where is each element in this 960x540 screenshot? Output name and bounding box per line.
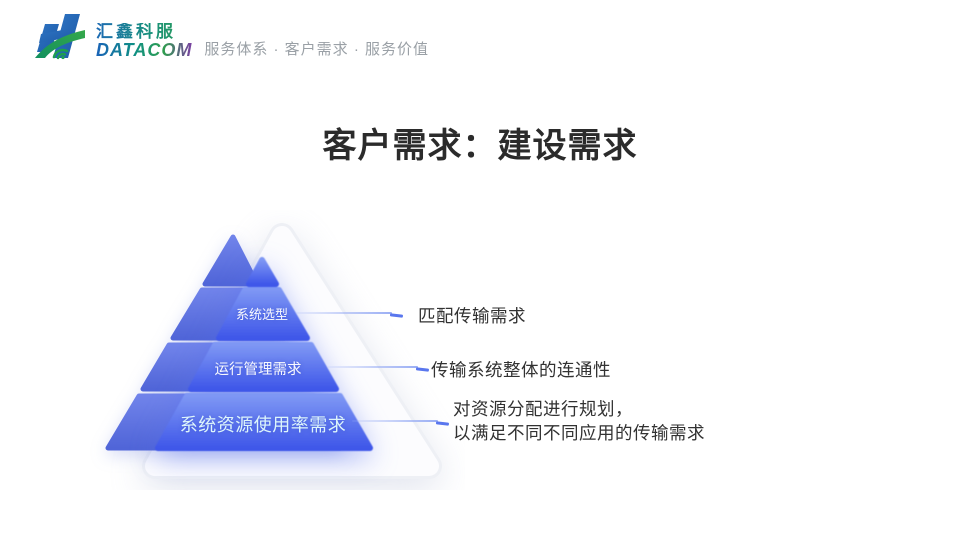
page-title: 客户需求：建设需求 bbox=[322, 127, 638, 165]
company-logo-icon bbox=[35, 14, 85, 60]
pyramid-diagram bbox=[105, 223, 442, 479]
header: 汇鑫科服 DATACOM 服务体系 · 客户需求 · 服务价值 bbox=[32, 12, 429, 60]
connector-line-3 bbox=[352, 420, 438, 422]
logo-text: 汇鑫科服 DATACOM bbox=[96, 23, 192, 60]
connector-line-1 bbox=[296, 312, 392, 314]
pyramid-layer-4 bbox=[155, 393, 373, 451]
logo-cn-name: 汇鑫科服 bbox=[96, 23, 192, 41]
pyramid-layer-3 bbox=[188, 342, 339, 392]
annotation-3-line-1: 对资源分配进行规划， bbox=[453, 399, 633, 419]
annotation-1: 匹配传输需求 bbox=[418, 306, 526, 326]
pyramid-layer-1 bbox=[246, 257, 279, 287]
pyramid-layer-2 bbox=[216, 287, 310, 341]
connector-line-2 bbox=[328, 366, 418, 368]
annotation-2: 传输系统整体的连通性 bbox=[431, 360, 611, 380]
logo-en-name: DATACOM bbox=[96, 40, 193, 61]
header-tagline: 服务体系 · 客户需求 · 服务价值 bbox=[204, 41, 429, 58]
annotation-3: 对资源分配进行规划， 以满足不同不同应用的传输需求 bbox=[453, 397, 705, 445]
pyramid-front-face bbox=[155, 257, 373, 451]
annotation-3-line-2: 以满足不同不同应用的传输需求 bbox=[453, 423, 705, 443]
